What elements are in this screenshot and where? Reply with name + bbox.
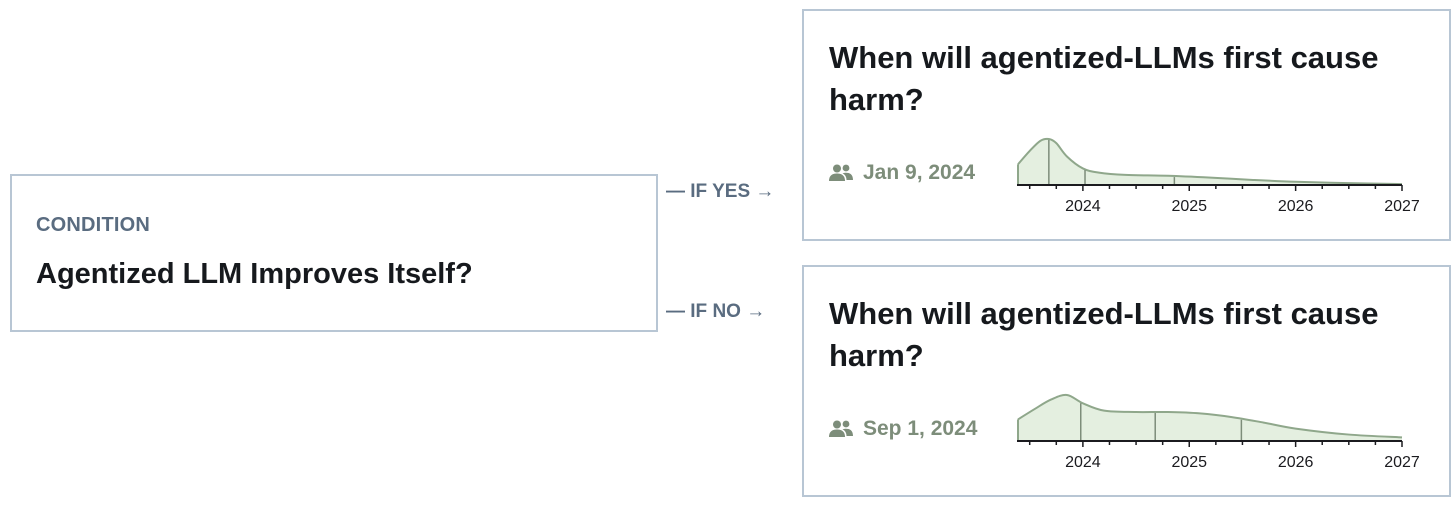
condition-card[interactable]: CONDITION Agentized LLM Improves Itself? xyxy=(10,174,658,332)
outcome-card-yes[interactable]: When will agentized-LLMs first cause har… xyxy=(802,9,1451,241)
outcome-card-no[interactable]: When will agentized-LLMs first cause har… xyxy=(802,265,1451,497)
forecast-distribution-chart: 2024 2025 2026 2027 xyxy=(1017,137,1420,215)
branch-if-yes: — IF YES → xyxy=(666,181,775,202)
x-tick-label: 2024 xyxy=(1065,198,1101,215)
condition-label: CONDITION xyxy=(36,214,151,236)
x-tick-label: 2025 xyxy=(1171,198,1207,215)
density-area xyxy=(1018,394,1402,441)
x-tick-label: 2024 xyxy=(1065,454,1101,471)
x-tick-label: 2025 xyxy=(1171,454,1207,471)
condition-title[interactable]: Agentized LLM Improves Itself? xyxy=(36,258,473,290)
forecast-value: Sep 1, 2024 xyxy=(863,417,978,440)
forecast-distribution-chart: 2024 2025 2026 2027 xyxy=(1017,393,1420,471)
forecast-value: Jan 9, 2024 xyxy=(863,161,976,184)
question-title[interactable]: When will agentized-LLMs first cause har… xyxy=(829,40,1379,117)
density-curve xyxy=(1017,137,1403,186)
people-icon xyxy=(829,420,853,437)
x-tick-label: 2027 xyxy=(1384,454,1420,471)
community-forecast: Jan 9, 2024 xyxy=(829,161,975,185)
community-forecast: Sep 1, 2024 xyxy=(829,417,977,441)
density-curve xyxy=(1017,393,1403,439)
x-tick-label: 2026 xyxy=(1278,198,1314,215)
question-title[interactable]: When will agentized-LLMs first cause har… xyxy=(829,296,1379,373)
x-tick-label: 2026 xyxy=(1278,454,1314,471)
people-icon xyxy=(829,164,853,181)
x-tick-label: 2027 xyxy=(1384,198,1420,215)
branch-if-no: — IF NO → xyxy=(666,301,766,322)
